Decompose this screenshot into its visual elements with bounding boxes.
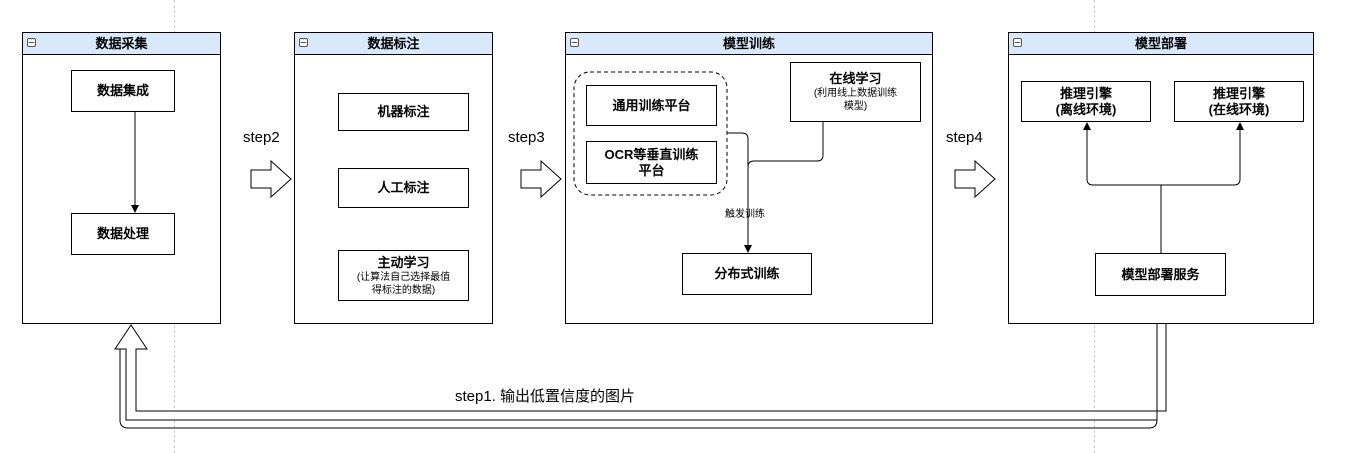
platform-group-boundary xyxy=(573,71,728,196)
machine-labeling-node[interactable]: 机器标注 xyxy=(338,93,469,131)
node-label: 机器标注 xyxy=(377,104,430,119)
node-title: 在线学习 xyxy=(829,71,882,86)
pool-header: 模型训练 xyxy=(566,33,932,55)
general-training-platform-node[interactable]: 通用训练平台 xyxy=(586,85,717,126)
collapse-icon[interactable] xyxy=(1013,38,1022,47)
node-subtitle: 得标注的数据) xyxy=(371,284,436,296)
ocr-training-platform-node[interactable]: OCR等垂直训练 平台 xyxy=(586,141,717,184)
step1-arrow-shaft xyxy=(119,324,1158,429)
edge-platforms-to-distributed xyxy=(727,132,752,253)
step4-arrow[interactable] xyxy=(954,159,996,199)
step1-feedback-arrow[interactable] xyxy=(114,324,1167,421)
pool-title: 数据标注 xyxy=(367,36,420,51)
node-title: 主动学习 xyxy=(377,254,430,270)
node-subtitle: 模型) xyxy=(843,101,868,112)
collapse-icon[interactable] xyxy=(299,38,308,47)
data-integration-node[interactable]: 数据集成 xyxy=(71,70,175,112)
node-subtitle: (利用线上数据训练 xyxy=(813,88,898,99)
node-label: 分布式训练 xyxy=(714,266,780,281)
distributed-training-node[interactable]: 分布式训练 xyxy=(682,253,812,295)
pool-header: 数据采集 xyxy=(23,33,220,55)
node-subtitle: (让算法自己选择最值 xyxy=(356,271,451,283)
inference-engine-online-node[interactable]: 推理引擎 (在线环境) xyxy=(1174,81,1304,122)
model-deploy-service-node[interactable]: 模型部署服务 xyxy=(1095,253,1226,296)
node-label-line1: 推理引擎 xyxy=(1059,85,1112,101)
edge-online-learning-to-distributed xyxy=(747,122,824,168)
manual-labeling-node[interactable]: 人工标注 xyxy=(338,168,469,208)
node-label-line2: (在线环境) xyxy=(1208,101,1270,117)
pool-header: 模型部署 xyxy=(1009,33,1313,55)
pool-title: 模型部署 xyxy=(1134,36,1187,51)
node-label-line1: 推理引擎 xyxy=(1212,85,1265,101)
step3-label: step3 xyxy=(508,129,545,146)
step3-arrow[interactable] xyxy=(520,159,562,199)
active-learning-node[interactable]: 主动学习 (让算法自己选择最值 得标注的数据) xyxy=(338,250,469,301)
node-label-line2: 平台 xyxy=(638,162,665,178)
edge-service-to-offline xyxy=(1083,122,1161,186)
collapse-icon[interactable] xyxy=(570,38,579,47)
node-label: 人工标注 xyxy=(377,180,430,195)
collapse-icon[interactable] xyxy=(27,38,36,47)
inference-engine-offline-node[interactable]: 推理引擎 (离线环境) xyxy=(1021,81,1151,122)
node-label-line2: (离线环境) xyxy=(1055,101,1117,117)
node-label: 模型部署服务 xyxy=(1121,266,1200,282)
edge-service-to-online xyxy=(1161,122,1244,186)
step2-arrow[interactable] xyxy=(250,159,292,199)
pool-title: 模型训练 xyxy=(722,36,775,51)
pool-header: 数据标注 xyxy=(295,33,492,55)
node-label: 通用训练平台 xyxy=(612,97,691,113)
data-processing-node[interactable]: 数据处理 xyxy=(71,213,175,255)
trigger-training-label: 触发训练 xyxy=(725,209,765,221)
step2-label: step2 xyxy=(243,129,280,146)
node-label: 数据集成 xyxy=(96,83,149,98)
node-label: 数据处理 xyxy=(96,226,149,241)
online-learning-node[interactable]: 在线学习 (利用线上数据训练 模型) xyxy=(790,62,921,122)
node-label-line1: OCR等垂直训练 xyxy=(604,146,699,162)
pool-title: 数据采集 xyxy=(95,36,148,51)
step1-label: step1. 输出低置信度的图片 xyxy=(455,388,636,405)
step4-label: step4 xyxy=(946,129,983,146)
